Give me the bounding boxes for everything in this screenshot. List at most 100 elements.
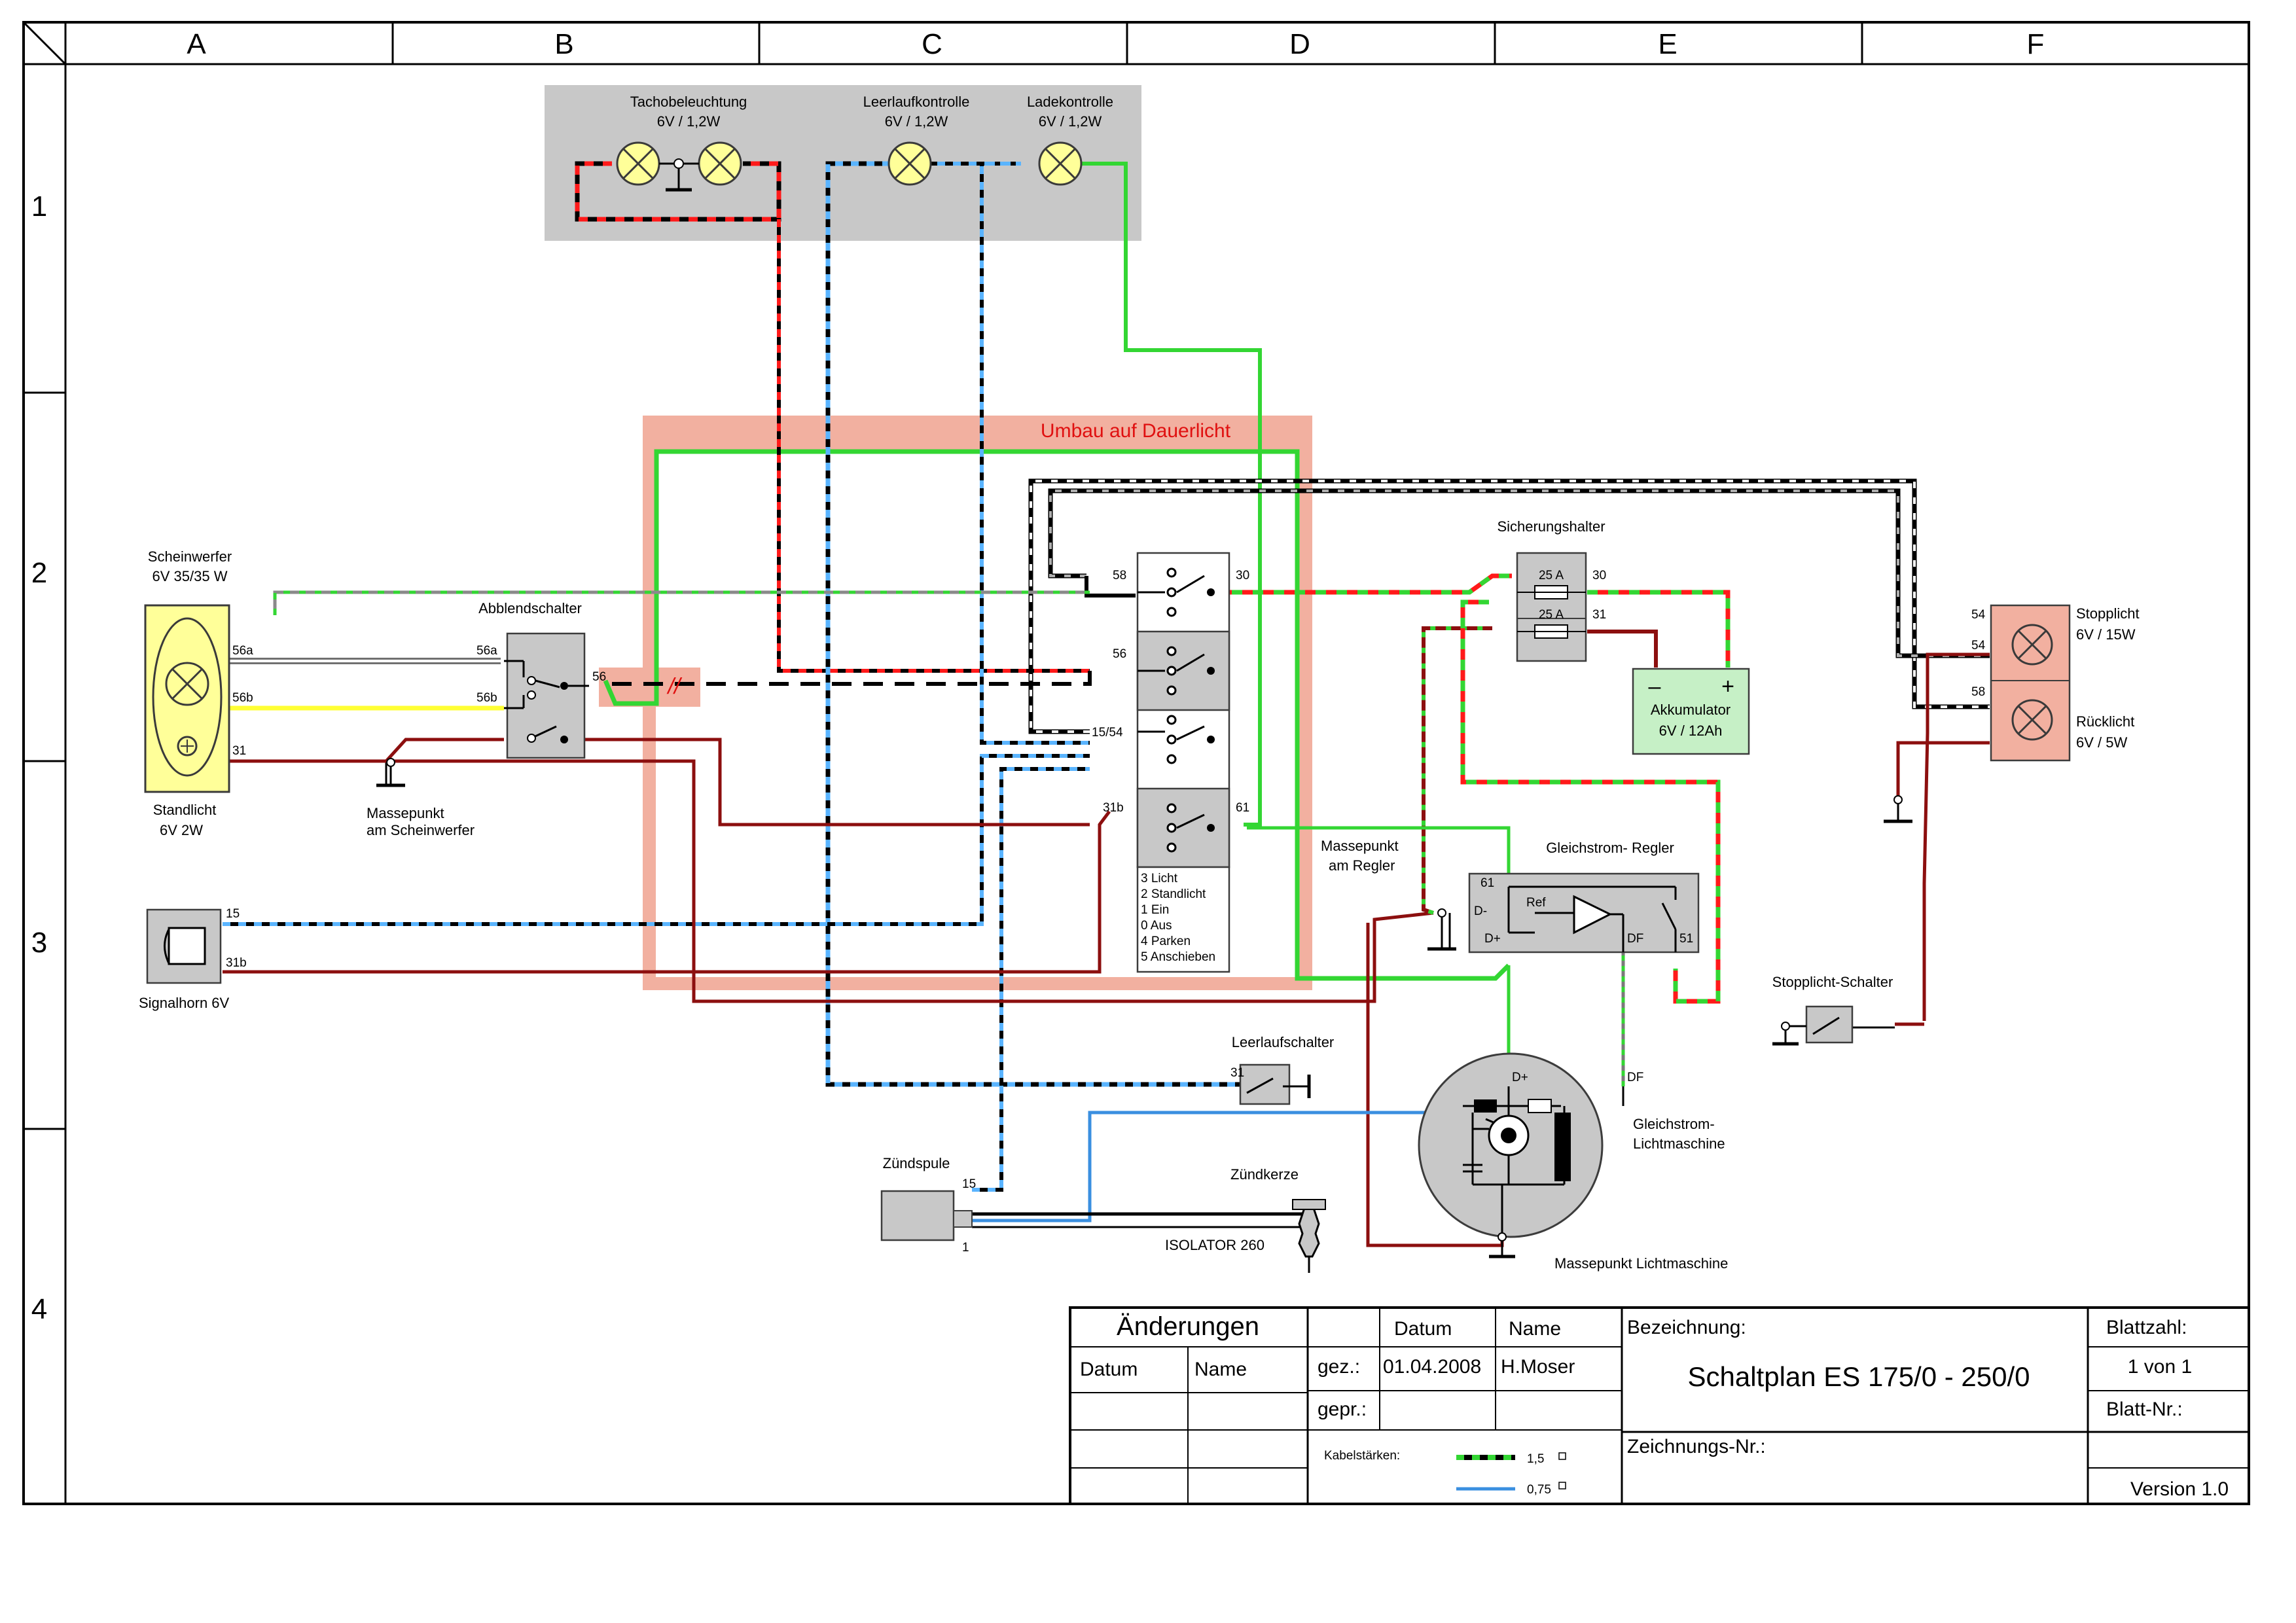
coil-pin-15: 15 — [962, 1177, 976, 1191]
pin-horn-15: 15 — [226, 907, 240, 921]
tacho-rating: 6V / 1,2W — [657, 113, 721, 130]
tb-datum-hdr: Datum — [1394, 1318, 1452, 1340]
stopp-pin-54b: 54 — [1971, 639, 1986, 652]
ground-symbol — [1884, 795, 1912, 823]
lade-rating: 6V / 1,2W — [1039, 113, 1102, 130]
pin-15-54: 15/54 — [1092, 726, 1123, 740]
cable-legend — [1456, 1452, 1566, 1491]
wires — [216, 161, 1990, 1247]
stopp-title: Stopplicht — [2076, 605, 2140, 622]
pin-horn-31b: 31b — [226, 956, 247, 970]
tb-zeichnungs-nr: Zeichnungs-Nr.: — [1627, 1436, 1766, 1457]
tb-name-hdr: Name — [1509, 1318, 1561, 1340]
signalhorn-title: Signalhorn 6V — [139, 995, 230, 1011]
pin-31-left: 31 — [232, 744, 246, 758]
pin-56a-left: 56a — [232, 644, 253, 658]
kabel-1: 1,5 — [1527, 1452, 1544, 1466]
tail-light — [1990, 604, 2071, 762]
tb-version: Version 1.0 — [2130, 1478, 2229, 1500]
tb-blatt-nr: Blatt-Nr.: — [2106, 1399, 2183, 1420]
svg-text:0 Aus: 0 Aus — [1141, 919, 1172, 933]
drawing-frame: A B C D E F 1 2 3 4 — [22, 21, 2250, 1505]
pin-56b-left: 56b — [232, 691, 253, 705]
abblend-title: Abblendschalter — [478, 600, 582, 616]
lima-title-2: Lichtmaschine — [1633, 1135, 1725, 1152]
fuse2-rating: 25 A — [1539, 608, 1564, 622]
horn — [146, 908, 222, 984]
col-label-c: C — [922, 28, 942, 60]
col-label-d: D — [1289, 28, 1310, 60]
akku-rating: 6V / 12Ah — [1659, 722, 1723, 739]
regler-pin-61: 61 — [1480, 876, 1494, 890]
svg-text:1 Ein: 1 Ein — [1141, 903, 1169, 917]
zuendkerze-title: Zündkerze — [1230, 1166, 1299, 1183]
pin-56b-right: 56b — [476, 691, 497, 705]
lima-pin-dp: D+ — [1512, 1071, 1528, 1084]
fuse1-rating: 25 A — [1539, 569, 1564, 582]
tb-gez-name: H.Moser — [1501, 1356, 1575, 1378]
masse-regler-2: am Regler — [1329, 857, 1395, 874]
row-label-1: 1 — [31, 190, 47, 223]
fuse-pin-31: 31 — [1592, 608, 1606, 622]
voltage-regulator — [1468, 872, 1700, 954]
row-label-2: 2 — [31, 557, 47, 589]
spark-plug — [1292, 1199, 1326, 1273]
tb-aenderungen: Änderungen — [1117, 1312, 1259, 1341]
kabel-label: Kabelstärken: — [1324, 1449, 1400, 1463]
regler-pin-dm: D- — [1474, 904, 1487, 918]
leerlauf-schalter-title: Leerlaufschalter — [1232, 1034, 1335, 1050]
row-label-3: 3 — [31, 927, 47, 959]
masse-regler-1: Massepunkt — [1321, 838, 1399, 854]
pin-56: 56 — [1113, 647, 1126, 661]
regler-title: Gleichstrom- Regler — [1546, 840, 1674, 856]
stopp-pin-54a: 54 — [1971, 608, 1986, 622]
masse-sw-2: am Scheinwerfer — [367, 822, 475, 838]
tacho-title: Tachobeleuchtung — [630, 94, 747, 110]
wire-break-mark: // — [667, 674, 683, 699]
lade-lamp — [1038, 141, 1083, 186]
coil-pin-1: 1 — [962, 1241, 969, 1255]
dimmer-switch[interactable] — [504, 632, 589, 759]
masse-sw-1: Massepunkt — [367, 805, 444, 821]
akku-title: Akkumulator — [1651, 702, 1731, 718]
lima-title-1: Gleichstrom- — [1633, 1116, 1715, 1132]
tb-name-col: Name — [1194, 1359, 1247, 1380]
battery-plus: + — [1721, 674, 1734, 699]
col-label-e: E — [1658, 28, 1677, 60]
standlicht-rating: 6V 2W — [160, 822, 203, 838]
ignition-coil — [880, 1190, 973, 1241]
battery-minus: – — [1649, 674, 1661, 699]
svg-text:3 Licht: 3 Licht — [1141, 872, 1178, 885]
col-label-f: F — [2027, 28, 2045, 60]
tb-title: Schaltplan ES 175/0 - 250/0 — [1687, 1361, 2030, 1392]
leerlauf-rating: 6V / 1,2W — [885, 113, 948, 130]
leerlauf-lamp — [888, 141, 932, 186]
tb-blattzahl-value: 1 von 1 — [2128, 1356, 2192, 1378]
ground-symbol — [1427, 908, 1456, 951]
leerlauf-title: Leerlaufkontrolle — [863, 94, 970, 110]
switch-position-legend: 3 Licht 2 Standlicht 1 Ein 0 Aus 4 Parke… — [1141, 872, 1215, 964]
regler-ref: Ref — [1526, 896, 1546, 910]
neutral-switch[interactable] — [1239, 1063, 1311, 1105]
kabel-2: 0,75 — [1527, 1483, 1551, 1497]
lade-title: Ladekontrolle — [1027, 94, 1113, 110]
zuendspule-title: Zündspule — [883, 1155, 950, 1171]
masse-lima: Massepunkt Lichtmaschine — [1554, 1255, 1728, 1272]
rueck-rating: 6V / 5W — [2076, 734, 2127, 751]
pin-56a-right: 56a — [476, 644, 497, 658]
tb-gez-datum: 01.04.2008 — [1383, 1356, 1481, 1378]
leerlauf-pin-31: 31 — [1230, 1066, 1244, 1080]
pin-30: 30 — [1236, 569, 1249, 582]
stopp-schalter-title: Stopplicht-Schalter — [1772, 974, 1893, 990]
svg-text:4 Parken: 4 Parken — [1141, 935, 1191, 948]
lima-pin-df: DF — [1627, 1071, 1643, 1084]
sicherung-title: Sicherungshalter — [1497, 518, 1605, 535]
col-label-b: B — [554, 28, 573, 60]
ignition-switch[interactable] — [1136, 552, 1230, 973]
brake-light-switch[interactable] — [1772, 1005, 1854, 1046]
regler-pin-51: 51 — [1679, 932, 1693, 946]
battery — [1632, 668, 1750, 755]
fuse-pin-30: 30 — [1592, 569, 1606, 582]
scheinwerfer-rating: 6V 35/35 W — [152, 568, 228, 584]
